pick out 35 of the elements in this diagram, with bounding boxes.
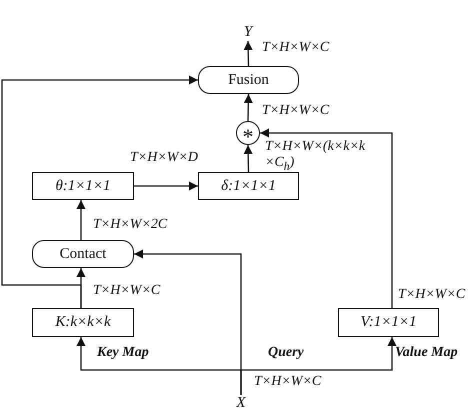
box-label: Contact bbox=[60, 246, 106, 262]
dimension-label: T×H×W×C bbox=[254, 374, 322, 390]
process-box bbox=[32, 240, 134, 268]
dimension-label: T×H×W×(k×k×k ×C$_{h}$) bbox=[265, 139, 366, 175]
arrow bbox=[240, 337, 396, 395]
dimension-label: T×H×W×2C bbox=[93, 217, 168, 233]
dimension-label: T×H×W×C bbox=[398, 287, 466, 303]
dimension-label: T×H×W×C bbox=[262, 40, 330, 56]
edge-label: Value Map bbox=[395, 345, 458, 361]
arrow bbox=[244, 40, 253, 66]
edge-label: Query bbox=[268, 345, 304, 361]
box-label: K:k×k×k bbox=[55, 314, 111, 331]
box-label: Fusion bbox=[228, 72, 269, 88]
arrow bbox=[1, 76, 198, 308]
input-label: X bbox=[236, 395, 246, 412]
box-label: V:1×1×1 bbox=[360, 314, 416, 331]
output-label: Y bbox=[244, 24, 252, 40]
process-box bbox=[338, 308, 439, 337]
box-label: θ:1×1×1 bbox=[55, 178, 111, 194]
process-box bbox=[32, 172, 134, 200]
arrow bbox=[76, 200, 86, 240]
box-label: δ:1×1×1 bbox=[221, 178, 276, 194]
process-box bbox=[32, 308, 134, 337]
arrow bbox=[244, 144, 253, 172]
arrow bbox=[134, 182, 198, 190]
operator-circle bbox=[236, 121, 260, 145]
process-box bbox=[198, 66, 299, 94]
dimension-label: T×H×W×C bbox=[93, 283, 160, 299]
edge-label: Key Map bbox=[97, 345, 149, 361]
dimension-label: T×H×W×C bbox=[262, 103, 330, 119]
arrow bbox=[260, 128, 393, 308]
process-box bbox=[198, 172, 299, 200]
arrow bbox=[244, 94, 253, 122]
dimension-label: T×H×W×D bbox=[130, 150, 198, 166]
operator-symbol: * bbox=[242, 123, 254, 148]
